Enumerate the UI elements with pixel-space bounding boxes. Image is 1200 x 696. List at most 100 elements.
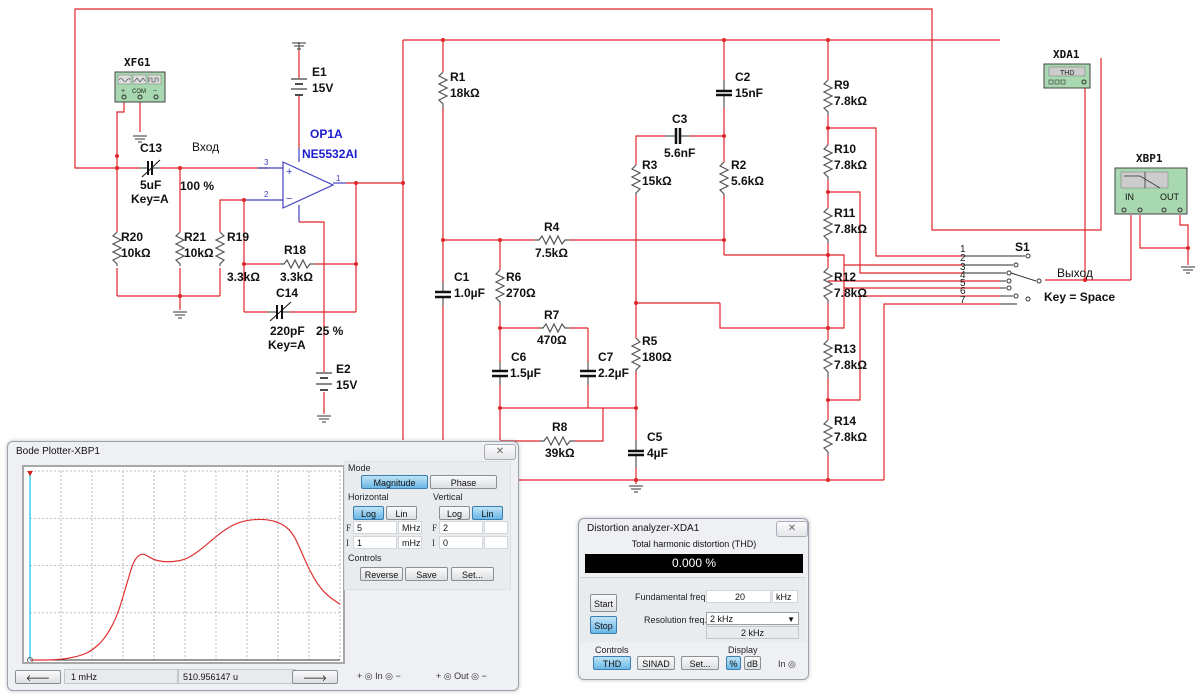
percent-display-button[interactable]: % — [726, 656, 741, 670]
triangle-wave-icon — [133, 77, 146, 83]
horizontal-lin-button[interactable]: Lin — [386, 506, 417, 520]
rotary-switch-s1[interactable] — [963, 253, 1042, 305]
c1-value: 1.0µF — [454, 286, 485, 300]
r3-value: 15kΩ — [642, 174, 672, 188]
capacitors — [140, 80, 732, 468]
v-final-unit[interactable] — [484, 521, 508, 534]
r8-value: 39kΩ — [545, 446, 575, 460]
r2-value: 5.6kΩ — [731, 174, 764, 188]
e1-value: 15V — [312, 81, 333, 95]
resistors — [111, 71, 834, 455]
vertical-lin-button[interactable]: Lin — [472, 506, 503, 520]
save-button[interactable]: Save — [405, 567, 448, 581]
cursor-handle-icon — [27, 471, 33, 476]
resolution-freq-select[interactable]: 2 kHz ▼ — [706, 612, 799, 625]
in-terminals[interactable]: + ◎ In ◎ − — [357, 671, 401, 681]
c14-setting: 25 % — [316, 324, 344, 338]
r9-value: 7.8kΩ — [834, 94, 867, 108]
chevron-down-icon: ▼ — [787, 615, 795, 624]
close-button[interactable]: ✕ — [776, 521, 808, 537]
r13-label: R13 — [834, 342, 856, 356]
stop-button[interactable]: Stop — [590, 616, 617, 634]
phase-button[interactable]: Phase — [430, 475, 497, 489]
in-terminal[interactable]: In ◎ — [778, 659, 796, 669]
horizontal-label: Horizontal — [348, 492, 389, 502]
mode-label: Mode — [348, 463, 371, 473]
fundamental-freq-input[interactable]: 20 — [706, 590, 771, 603]
s1-pos-3: 3 — [960, 262, 966, 273]
opamp-symbol[interactable]: + − — [282, 161, 335, 209]
bode-plotter-window[interactable]: Bode Plotter-XBP1 ✕ Mode Magnitude Phase… — [7, 441, 519, 691]
vertical-log-button[interactable]: Log — [439, 506, 470, 520]
cursor-right-button[interactable]: 🡒 — [292, 670, 338, 684]
set-button[interactable]: Set... — [451, 567, 494, 581]
r20-value: 10kΩ — [121, 246, 151, 260]
e1-label: E1 — [312, 65, 327, 79]
window-title: Bode Plotter-XBP1 — [16, 446, 100, 457]
r19-value: 3.3kΩ — [227, 270, 260, 284]
cursor-left-button[interactable]: 🡐 — [15, 670, 61, 684]
ground-icon — [317, 415, 331, 423]
magnitude-button[interactable]: Magnitude — [361, 475, 428, 489]
bode-plotter-xbp1[interactable] — [1114, 167, 1188, 215]
r11-label: R11 — [834, 206, 856, 220]
vertical-label: Vertical — [433, 492, 463, 502]
r18-label: R18 — [284, 243, 306, 257]
r4-label: R4 — [544, 220, 560, 234]
horizontal-log-button[interactable]: Log — [353, 506, 384, 520]
v-initial-label: I — [432, 538, 435, 548]
c13-value: 5uF — [140, 178, 161, 192]
r6-value: 270Ω — [506, 286, 536, 300]
distortion-analyzer-xda1[interactable] — [1043, 63, 1091, 89]
start-button[interactable]: Start — [590, 594, 617, 612]
out-terminals[interactable]: + ◎ Out ◎ − — [436, 671, 487, 681]
c2-value: 15nF — [735, 86, 763, 100]
opamp-pin-1: 1 — [336, 174, 341, 183]
h-initial-unit[interactable]: mHz — [398, 536, 422, 549]
ground-symbols — [133, 42, 1195, 493]
resolution-selected: 2 kHz — [710, 614, 734, 624]
c14-key: Key=A — [268, 338, 306, 352]
distortion-analyzer-window[interactable]: Distortion analyzer-XDA1 ✕ Total harmoni… — [578, 518, 809, 680]
set-button[interactable]: Set... — [681, 656, 719, 670]
thd-mode-button[interactable]: THD — [593, 656, 631, 670]
v-final-input[interactable]: 2 — [439, 521, 483, 534]
op1a-label: OP1A — [310, 127, 343, 141]
close-button[interactable]: ✕ — [484, 444, 516, 460]
c14-value: 220pF — [270, 324, 305, 338]
thd-reading-display: 0.000 % — [585, 554, 803, 573]
function-generator-xfg1[interactable] — [114, 71, 166, 103]
c7-value: 2.2µF — [598, 366, 629, 380]
output-node-label: Выход — [1057, 266, 1093, 280]
h-final-input[interactable]: 5 — [353, 521, 397, 534]
h-initial-input[interactable]: 1 — [353, 536, 397, 549]
h-final-unit[interactable]: MHz — [398, 521, 422, 534]
fundamental-freq-label: Fundamental freq. — [635, 592, 709, 602]
wires — [74, 8, 1189, 484]
ground-icon — [629, 485, 643, 493]
c1-label: C1 — [454, 270, 470, 284]
r1-value: 18kΩ — [450, 86, 480, 100]
r10-label: R10 — [834, 142, 856, 156]
sinad-mode-button[interactable]: SINAD — [637, 656, 675, 670]
r21-label: R21 — [184, 230, 206, 244]
op1a-part: NE5532AI — [302, 147, 357, 161]
reverse-button[interactable]: Reverse — [360, 567, 403, 581]
r12-label: R12 — [834, 270, 856, 284]
bode-chart — [27, 470, 341, 663]
r1-label: R1 — [450, 70, 466, 84]
r5-value: 180Ω — [642, 350, 672, 364]
svg-text:−: − — [286, 193, 292, 205]
s1-pos-1: 1 — [960, 244, 966, 255]
r13-value: 7.8kΩ — [834, 358, 867, 372]
resolution-freq-label: Resolution freq. — [644, 615, 708, 625]
db-display-button[interactable]: dB — [744, 656, 761, 670]
v-initial-unit[interactable] — [484, 536, 508, 549]
r8-label: R8 — [552, 420, 568, 434]
fundamental-freq-unit[interactable]: kHz — [772, 590, 798, 603]
xbp1-label: XBP1 — [1136, 152, 1163, 165]
r5-label: R5 — [642, 334, 658, 348]
v-initial-input[interactable]: 0 — [439, 536, 483, 549]
bode-plot-area[interactable] — [22, 465, 345, 664]
